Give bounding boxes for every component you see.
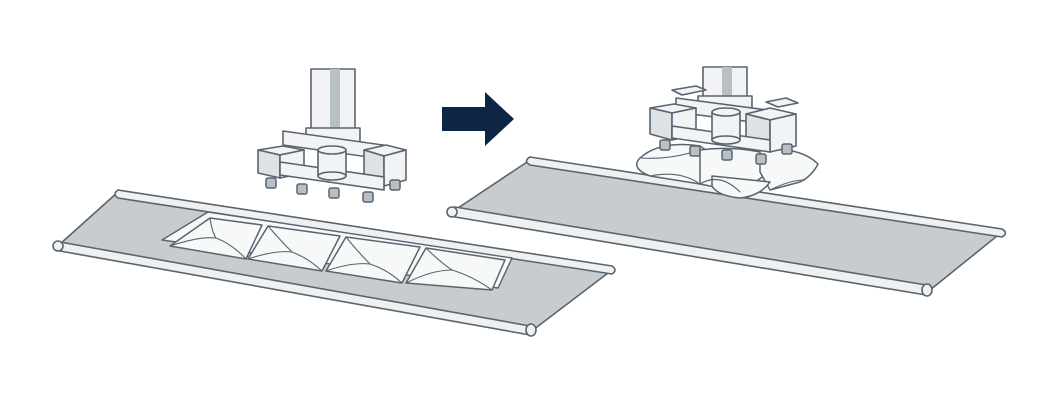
right-gripper	[635, 66, 819, 199]
right-gripper-nozzles	[659, 139, 793, 165]
bag-1	[169, 217, 263, 260]
bag-2	[247, 225, 341, 272]
held-bags	[635, 143, 819, 199]
left-conveyor-left-roller-end	[52, 240, 64, 252]
left-conveyor-front-roller-end	[525, 323, 537, 337]
left-conveyor	[52, 189, 616, 337]
left-gripper	[257, 68, 407, 203]
left-gripper-nozzles	[265, 177, 401, 203]
left-conveyor-back-rail	[114, 189, 616, 275]
bag-4	[405, 247, 506, 291]
bag-3	[325, 236, 421, 284]
right-arrow-icon	[442, 92, 514, 146]
left-gripper-hub	[317, 145, 347, 181]
right-conveyor-back-rail	[525, 156, 1007, 238]
right-conveyor	[446, 156, 1007, 297]
